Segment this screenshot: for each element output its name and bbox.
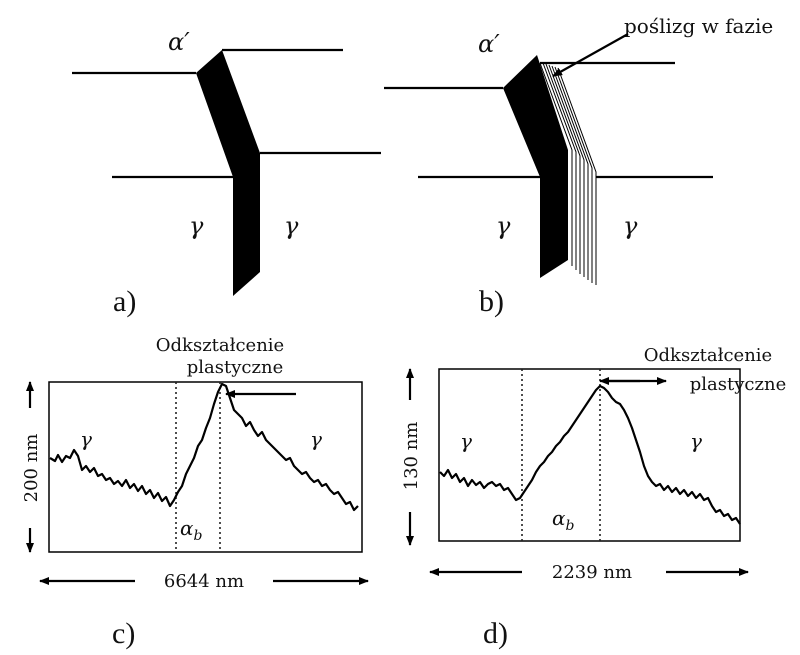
panel-a: α′ γ γ a): [72, 28, 381, 318]
alpha-b-label-c: αb: [180, 516, 203, 544]
alpha-prime-label-b: α′: [478, 30, 500, 58]
panel-label-a: a): [113, 285, 136, 318]
height-profile-d: [439, 384, 741, 525]
panel-d: Odkształcenie plastyczne γ γ αb 130 nm 2…: [401, 345, 786, 650]
gamma-left-label-d: γ: [460, 429, 472, 453]
panel-label-c: c): [112, 617, 135, 650]
title-line2-d: plastyczne: [690, 374, 786, 395]
profile-frame-d: [438, 368, 741, 542]
martensite-band-b: [503, 55, 568, 278]
panel-c: Odkształcenie plastyczne γ γ αb 200 nm 6…: [21, 335, 369, 650]
height-profile-c: [49, 382, 359, 512]
vertical-scale-label-c: 200 nm: [21, 434, 42, 503]
horizontal-scale-label-c: 6644 nm: [164, 571, 244, 592]
alpha-prime-label-a: α′: [168, 28, 190, 56]
alpha-b-label-d: αb: [552, 506, 575, 534]
gamma-left-label-b: γ: [496, 212, 511, 240]
title-line1-d: Odkształcenie: [644, 345, 772, 366]
title-line1-c: Odkształcenie: [156, 335, 284, 356]
panel-b: α′ γ γ poślizg w fazie b): [384, 14, 773, 318]
profile-frame-c: [48, 381, 363, 553]
gamma-right-label-d: γ: [690, 429, 702, 453]
martensite-band: [196, 50, 260, 296]
panel-label-d: d): [483, 617, 508, 650]
vertical-scale-label-d: 130 nm: [401, 422, 422, 491]
gamma-left-label-a: γ: [189, 212, 204, 240]
slip-arrow: [552, 33, 629, 77]
panel-label-b: b): [479, 285, 504, 318]
gamma-right-label-b: γ: [623, 212, 638, 240]
gamma-left-label-c: γ: [80, 427, 92, 451]
title-line2-c: plastyczne: [187, 357, 283, 378]
gamma-right-label-a: γ: [284, 212, 299, 240]
slip-annotation: poślizg w fazie: [624, 14, 773, 38]
horizontal-scale-label-d: 2239 nm: [552, 562, 632, 583]
slip-lamellae: [539, 62, 597, 285]
gamma-right-label-c: γ: [310, 427, 322, 451]
